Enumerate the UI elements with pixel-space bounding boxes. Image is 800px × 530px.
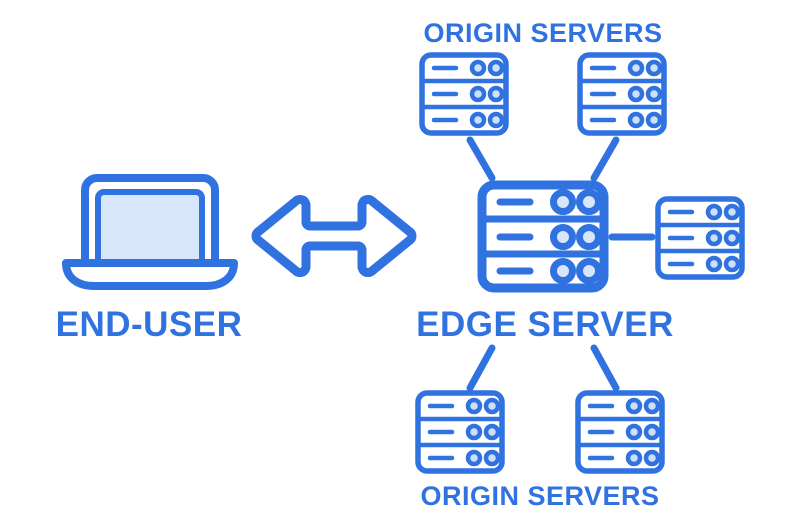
- origin-bl-bay1-led-1: [465, 397, 483, 415]
- origin-r-bay2-led-2: [723, 229, 741, 247]
- origin-tr-bay1-led-1: [627, 59, 645, 77]
- origin-br-bay1-led-1: [625, 397, 643, 415]
- origin-tl-bay1-led-1: [469, 59, 487, 77]
- origin-tr-chassis: [577, 52, 667, 136]
- server-rack-icon-edge: [477, 180, 609, 293]
- origin-tl-chassis: [419, 52, 509, 136]
- origin-br-chassis: [575, 390, 665, 474]
- origin-tl-bay2-led-1: [469, 85, 487, 103]
- origin-servers-top-label: ORIGIN SERVERS: [423, 18, 662, 48]
- double-arrow-shape: [251, 195, 417, 277]
- server-rack-icon-right: [655, 196, 745, 280]
- edge-server-bay2-led-1: [550, 224, 576, 250]
- origin-bl-chassis: [415, 390, 505, 474]
- origin-tr-bay3-led-1: [627, 111, 645, 129]
- connector-line-icon-bottom-left: [466, 344, 496, 392]
- laptop-icon: [62, 174, 238, 290]
- origin-br-bay3-led-2: [643, 449, 661, 467]
- origin-br-bay3-led-1: [625, 449, 643, 467]
- origin-tl-bay1-led-2: [487, 59, 505, 77]
- end-user-label: END-USER: [56, 305, 243, 344]
- edge-server-bay1-led-2: [576, 189, 602, 215]
- origin-bl-bay3-led-2: [483, 449, 501, 467]
- origin-tr-bay2-led-1: [627, 85, 645, 103]
- edge-server-label: EDGE SERVER: [416, 305, 674, 344]
- origin-bl-bay2-led-2: [483, 423, 501, 441]
- origin-tl-bay3-led-2: [487, 111, 505, 129]
- origin-br-bay1-led-2: [643, 397, 661, 415]
- server-rack-icon-bottom-left: [415, 390, 505, 474]
- origin-tr-bay2-led-2: [645, 85, 663, 103]
- origin-r-chassis: [655, 196, 745, 280]
- origin-servers-bottom-label: ORIGIN SERVERS: [420, 481, 659, 511]
- origin-bl-bay1-led-2: [483, 397, 501, 415]
- double-arrow-icon: [251, 195, 417, 277]
- server-rack-icon-top-left: [419, 52, 509, 136]
- connector-line-icon-top-left: [466, 136, 496, 182]
- origin-tr-bay3-led-2: [645, 111, 663, 129]
- edge-server-bay3-led-2: [576, 258, 602, 284]
- laptop-screen: [95, 189, 205, 271]
- connector-lines-group: [466, 136, 656, 392]
- server-rack-icon-top-right: [577, 52, 667, 136]
- origin-br-bay2-led-1: [625, 423, 643, 441]
- origin-r-bay1-led-2: [723, 203, 741, 221]
- origin-r-bay3-led-2: [723, 255, 741, 273]
- origin-bl-bay3-led-1: [465, 449, 483, 467]
- edge-server-bay3-led-1: [550, 258, 576, 284]
- origin-r-bay1-led-1: [705, 203, 723, 221]
- origin-bl-bay2-led-1: [465, 423, 483, 441]
- origin-tr-bay1-led-2: [645, 59, 663, 77]
- origin-tl-bay3-led-1: [469, 111, 487, 129]
- connector-line-icon-bottom-right: [590, 344, 620, 392]
- origin-r-bay3-led-1: [705, 255, 723, 273]
- edge-server-bay2-led-2: [576, 224, 602, 250]
- laptop-base: [62, 259, 238, 290]
- edge-server-chassis: [477, 180, 609, 293]
- origin-tl-bay2-led-2: [487, 85, 505, 103]
- edge-server-bay1-led-1: [550, 189, 576, 215]
- server-rack-icon-bottom-right: [575, 390, 665, 474]
- connector-line-icon-top-right: [590, 136, 620, 182]
- origin-r-bay2-led-1: [705, 229, 723, 247]
- origin-br-bay2-led-2: [643, 423, 661, 441]
